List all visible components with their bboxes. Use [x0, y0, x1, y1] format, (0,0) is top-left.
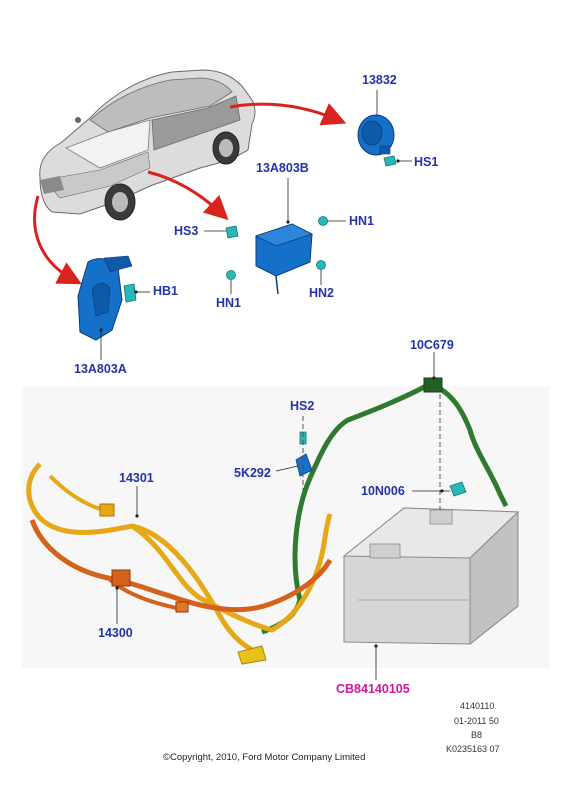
horn-13a803a: [77, 255, 133, 341]
arrow-to-horn-13a803a: [33, 195, 82, 285]
label-hs3: HS3: [174, 224, 199, 238]
label-hn1-left: HN1: [216, 296, 242, 310]
label-battery: CB84140105: [336, 682, 410, 696]
drawing-id: K0235163 07: [446, 744, 500, 754]
revision: B8: [471, 730, 483, 740]
label-hb1: HB1: [153, 284, 179, 298]
label-14301: 14301: [119, 471, 154, 485]
date-code: 01-2011 50: [454, 716, 499, 726]
label-13832: 13832: [362, 73, 397, 87]
fastener-hs2: [299, 431, 307, 445]
nut-10n006: [449, 481, 467, 497]
arrow-to-horn-13a803b: [147, 170, 229, 221]
fastener-hn1-left: [226, 270, 236, 280]
label-10n006: 10N006: [361, 484, 405, 498]
arrow-to-horn-13832: [229, 102, 347, 126]
horn-13832: [357, 114, 395, 156]
fastener-hs1: [383, 155, 397, 167]
label-14300: 14300: [98, 626, 133, 640]
fastener-hs3: [225, 225, 239, 239]
label-hn2: HN2: [309, 286, 335, 300]
copyright-notice: ©Copyright, 2010, Ford Motor Company Lim…: [163, 752, 366, 763]
harness-14300: [29, 519, 333, 613]
label-hs2: HS2: [290, 399, 315, 413]
label-13a803b: 13A803B: [256, 161, 309, 175]
fastener-hb1: [123, 283, 137, 303]
label-5k292: 5K292: [234, 466, 271, 480]
label-hn1-right: HN1: [349, 214, 375, 228]
fastener-hn1-right: [318, 216, 328, 226]
horn-13a803b: [254, 223, 314, 295]
ref-number: 4140110: [460, 701, 495, 711]
car-illustration: [39, 69, 256, 221]
label-hs1: HS1: [414, 155, 439, 169]
label-13a803a: 13A803A: [74, 362, 127, 376]
harness-14301: [26, 462, 333, 665]
fastener-hn2: [316, 260, 326, 270]
battery: [342, 507, 520, 646]
label-10c679: 10C679: [410, 338, 454, 352]
